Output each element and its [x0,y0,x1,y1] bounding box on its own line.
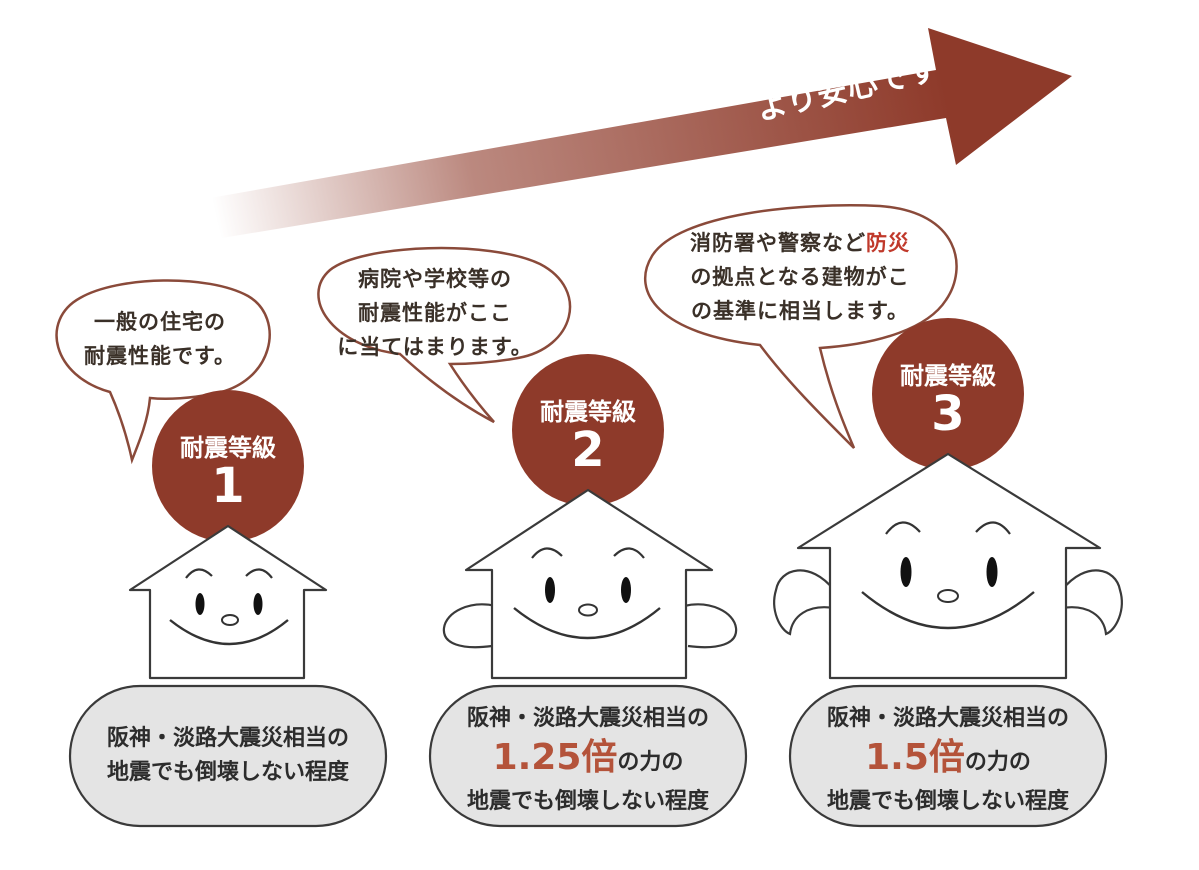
bubble-text-2: 病院や学校等の 耐震性能がここ に当てはまります。 [337,267,533,359]
pill-text-3: 阪神・淡路大震災相当の 1.5倍の力の 地震でも倒壊しない程度 [826,706,1069,814]
bubble-text-3: 消防署や警察など防災 の拠点となる建物がこ の基準に相当します。 [690,231,910,323]
badge-1-title: 耐震等級 [180,434,276,462]
house-character-2 [442,488,738,680]
house-character-1 [128,524,328,680]
level-3-badge [872,318,1024,470]
speech-bubble-1 [55,279,271,465]
level-2-badge [512,354,664,506]
multiplier-1-25: 1.25倍 [492,737,618,778]
pill-text-1: 阪神・淡路大震災相当の 地震でも倒壊しない程度 [106,726,349,785]
level-1-description-pill [68,684,388,828]
speech-bubble-2 [317,246,572,424]
badge-1-number: 1 [211,458,245,514]
speech-bubble-3 [643,204,958,449]
badge-3-title: 耐震等級 [900,362,996,390]
house-character-3 [773,452,1123,680]
badge-2-number: 2 [571,422,605,478]
level-3-description-pill [788,684,1108,828]
bubble-text-1: 一般の住宅の 耐震性能です。 [84,310,236,368]
multiplier-1-5: 1.5倍 [865,737,965,778]
pill-text-2: 阪神・淡路大震災相当の 1.25倍の力の 地震でも倒壊しない程度 [466,706,709,814]
badge-3-number: 3 [931,386,965,442]
badge-2-title: 耐震等級 [540,398,636,426]
level-1-badge [152,390,304,542]
safety-arrow [210,28,1072,238]
level-2-description-pill [428,684,748,828]
